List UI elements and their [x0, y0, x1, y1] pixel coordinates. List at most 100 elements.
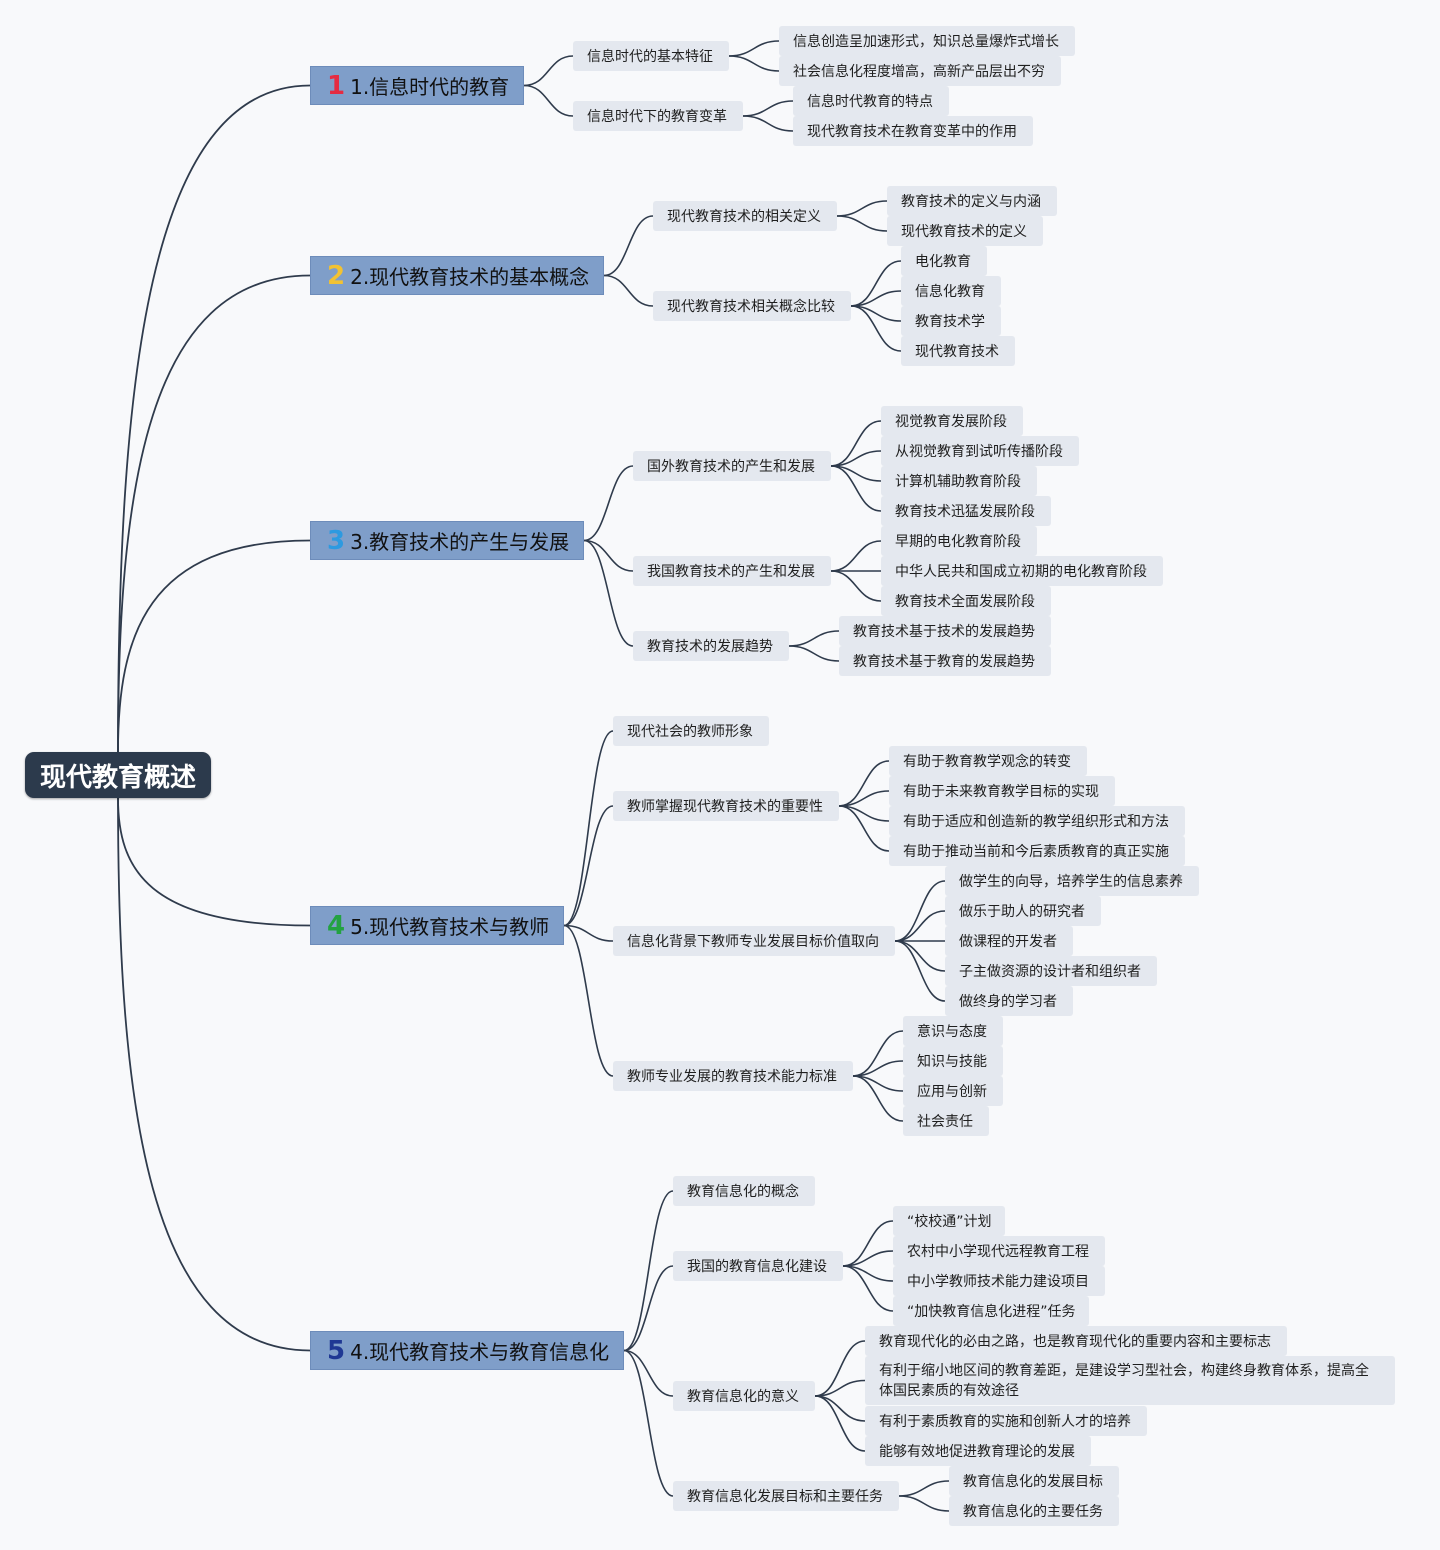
leaf-node[interactable]: 有助于推动当前和今后素质教育的真正实施	[889, 836, 1185, 866]
number-badge-icon: 3	[327, 525, 346, 556]
subtopic-node[interactable]: 教育技术的发展趋势	[633, 631, 789, 661]
leaf-node[interactable]: 子主做资源的设计者和组织者	[945, 956, 1157, 986]
leaf-node[interactable]: 有助于适应和创造新的教学组织形式和方法	[889, 806, 1185, 836]
leaf-node-label: 视觉教育发展阶段	[895, 414, 1007, 430]
leaf-node[interactable]: 知识与技能	[903, 1046, 1003, 1076]
subtopic-node[interactable]: 教师掌握现代教育技术的重要性	[613, 791, 839, 821]
leaf-node[interactable]: “加快教育信息化进程”任务	[893, 1296, 1089, 1326]
leaf-node[interactable]: 教育现代化的必由之路，也是教育现代化的重要内容和主要标志	[865, 1326, 1287, 1356]
leaf-node[interactable]: 中华人民共和国成立初期的电化教育阶段	[881, 556, 1163, 586]
leaf-node[interactable]: 教育技术迅猛发展阶段	[881, 496, 1051, 526]
subtopic-node[interactable]: 我国的教育信息化建设	[673, 1251, 843, 1281]
leaf-node-label: 社会责任	[917, 1114, 973, 1130]
connector-line	[852, 1030, 904, 1077]
topic-label: 1.信息时代的教育	[350, 75, 510, 99]
leaf-node[interactable]: 做学生的向导，培养学生的信息素养	[945, 866, 1199, 896]
leaf-node-label: 知识与技能	[917, 1054, 987, 1070]
connector-line	[788, 645, 840, 662]
subtopic-node[interactable]: 教育信息化的意义	[673, 1381, 815, 1411]
subtopic-node[interactable]: 现代社会的教师形象	[613, 716, 769, 746]
leaf-node[interactable]: 现代教育技术在教育变革中的作用	[793, 116, 1033, 146]
leaf-node[interactable]: 信息时代教育的特点	[793, 86, 949, 116]
leaf-node[interactable]: 做乐于助人的研究者	[945, 896, 1101, 926]
leaf-node[interactable]: 中小学教师技术能力建设项目	[893, 1266, 1105, 1296]
leaf-node-label: 早期的电化教育阶段	[895, 534, 1021, 550]
leaf-node[interactable]: 能够有效地促进教育理论的发展	[865, 1436, 1091, 1466]
leaf-node[interactable]: 有利于缩小地区间的教育差距，是建设学习型社会，构建终身教育体系，提高全体国民素质…	[865, 1356, 1395, 1405]
subtopic-node[interactable]: 我国教育技术的产生和发展	[633, 556, 831, 586]
leaf-node-label: 现代教育技术	[915, 344, 999, 360]
connector-line	[523, 55, 574, 87]
leaf-node[interactable]: 教育技术的定义与内涵	[887, 186, 1057, 216]
connector-line	[728, 40, 780, 57]
connector-line	[814, 1379, 866, 1397]
leaf-node[interactable]: 现代教育技术	[901, 336, 1015, 366]
leaf-node-label: 教育技术学	[915, 314, 985, 330]
leaf-node[interactable]: 信息创造呈加速形式，知识总量爆炸式增长	[779, 26, 1075, 56]
leaf-node-label: 应用与创新	[917, 1084, 987, 1100]
leaf-node[interactable]: 意识与态度	[903, 1016, 1003, 1046]
leaf-node[interactable]: 社会责任	[903, 1106, 989, 1136]
subtopic-node[interactable]: 教育信息化发展目标和主要任务	[673, 1481, 899, 1511]
leaf-node[interactable]: 教育信息化的发展目标	[949, 1466, 1119, 1496]
subtopic-node[interactable]: 信息时代的基本特征	[573, 41, 729, 71]
subtopic-node[interactable]: 国外教育技术的产生和发展	[633, 451, 831, 481]
leaf-node[interactable]: 教育技术基于技术的发展趋势	[839, 616, 1051, 646]
topic-label: 2.现代教育技术的基本概念	[350, 265, 590, 289]
subtopic-node[interactable]: 现代教育技术的相关定义	[653, 201, 837, 231]
leaf-node-label: 信息化教育	[915, 284, 985, 300]
root-node[interactable]: 现代教育概述	[25, 752, 211, 798]
leaf-node[interactable]: 从视觉教育到试听传播阶段	[881, 436, 1079, 466]
leaf-node[interactable]: 现代教育技术的定义	[887, 216, 1043, 246]
leaf-node[interactable]: 有助于教育教学观念的转变	[889, 746, 1087, 776]
connector-line	[742, 100, 794, 117]
leaf-node[interactable]: 视觉教育发展阶段	[881, 406, 1023, 436]
subtopic-node[interactable]: 教育信息化的概念	[673, 1176, 815, 1206]
subtopic-node-label: 信息化背景下教师专业发展目标价值取向	[627, 934, 879, 950]
connector-line	[117, 84, 311, 753]
leaf-node-label: 电化教育	[915, 254, 971, 270]
subtopic-node-label: 教育信息化的意义	[687, 1389, 799, 1405]
leaf-node-label: 现代教育技术的定义	[901, 224, 1027, 240]
leaf-node[interactable]: 早期的电化教育阶段	[881, 526, 1037, 556]
connector-line	[117, 797, 311, 1352]
subtopic-node[interactable]: 信息化背景下教师专业发展目标价值取向	[613, 926, 895, 956]
number-badge-icon: 1	[327, 70, 346, 101]
leaf-node[interactable]: 电化教育	[901, 246, 987, 276]
number-badge-icon: 2	[327, 260, 346, 291]
leaf-node-label: 教育技术迅猛发展阶段	[895, 504, 1035, 520]
leaf-node[interactable]: 教育信息化的主要任务	[949, 1496, 1119, 1526]
leaf-node[interactable]: 农村中小学现代远程教育工程	[893, 1236, 1105, 1266]
leaf-node[interactable]: 有助于未来教育教学目标的实现	[889, 776, 1115, 806]
leaf-node[interactable]: 教育技术全面发展阶段	[881, 586, 1051, 616]
leaf-node[interactable]: 信息化教育	[901, 276, 1001, 306]
subtopic-node-label: 教师掌握现代教育技术的重要性	[627, 799, 823, 815]
leaf-node[interactable]: 做课程的开发者	[945, 926, 1073, 956]
connector-line	[583, 539, 634, 572]
leaf-node-label: 现代教育技术在教育变革中的作用	[807, 124, 1017, 140]
connector-line	[852, 1075, 904, 1122]
leaf-node-label: 有助于推动当前和今后素质教育的真正实施	[903, 844, 1169, 860]
number-badge-icon: 4	[327, 910, 346, 941]
leaf-node[interactable]: 有利于素质教育的实施和创新人才的培养	[865, 1406, 1147, 1436]
subtopic-node[interactable]: 教师专业发展的教育技术能力标准	[613, 1061, 853, 1091]
connector-line	[583, 465, 634, 542]
connector-line	[814, 1395, 866, 1422]
leaf-node[interactable]: 应用与创新	[903, 1076, 1003, 1106]
subtopic-node[interactable]: 信息时代下的教育变革	[573, 101, 743, 131]
leaf-node[interactable]: “校校通”计划	[893, 1206, 1005, 1236]
leaf-node[interactable]: 社会信息化程度增高，高新产品层出不穷	[779, 56, 1061, 86]
leaf-node[interactable]: 计算机辅助教育阶段	[881, 466, 1037, 496]
leaf-node[interactable]: 教育技术基于教育的发展趋势	[839, 646, 1051, 676]
connector-line	[830, 540, 882, 572]
leaf-node[interactable]: 做终身的学习者	[945, 986, 1073, 1016]
leaf-node-label: 做乐于助人的研究者	[959, 904, 1085, 920]
leaf-node[interactable]: 教育技术学	[901, 306, 1001, 336]
subtopic-node[interactable]: 现代教育技术相关概念比较	[653, 291, 851, 321]
